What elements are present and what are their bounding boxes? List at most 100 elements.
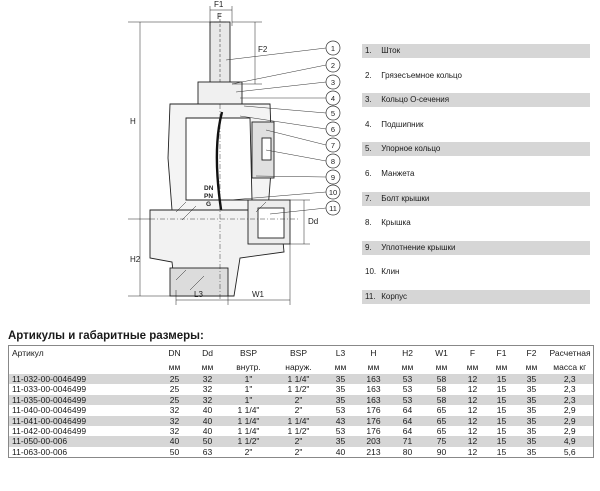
dim-label-l3: L3 [194,290,203,299]
table-cell: 15 [486,374,517,385]
dim-label-f2: F2 [258,45,268,54]
table-cell: 35 [516,415,547,427]
table-cell: 12 [458,374,487,385]
section-title: Артикулы и габаритные размеры: [8,330,204,342]
legend-item: 3. Кольцо О-сечения [362,93,590,108]
legend-item: 5. Упорное кольцо [362,142,590,157]
article-cell: 11-041-00-0046499 [8,415,159,427]
legend-item-label: Болт крышки [381,193,430,203]
table-cell: 2,9 [563,405,576,416]
table-cell: 71 [390,436,425,447]
table-cell: 32 [169,426,180,437]
callout-6: 6 [325,121,341,137]
table-cell: 1" [224,374,273,385]
table-cell: 1 1/2" [287,384,310,395]
table-cell: 2,3 [563,384,576,395]
table-cell: 40 [190,415,225,427]
table-cell: 1 1/4" [237,426,260,437]
svg-text:1: 1 [331,44,335,53]
callout-5: 5 [325,105,341,121]
table-units-row: мм мм внутр. наруж. мм мм мм мм мм мм мм… [9,360,594,374]
table-cell: 32 [202,384,213,395]
column-header: BSP [289,348,307,358]
unit-cell: внутр. [236,362,261,372]
legend-item-number: 1. [365,46,372,55]
table-header-row: Артикул DN Dd BSP BSP L3 H H2 W1 F F1 F2… [9,346,594,361]
legend-item-number: 5. [365,144,372,154]
table-cell: 40 [202,426,213,437]
dim-label-h: H [130,117,136,126]
table-cell: 2,9 [563,426,576,437]
table-cell: 15 [496,426,507,437]
unit-cell: мм [334,362,347,372]
legend-item-label: Уплотнение крышки [381,242,456,252]
table-cell: 80 [402,446,413,457]
legend-item-label: Корпус [381,291,408,301]
unit-cell: мм [466,362,479,372]
table-cell: 90 [436,446,447,457]
table-cell: 53 [335,405,346,416]
legend-item-label: Крышка [381,218,411,228]
table-cell: 35 [526,426,537,437]
legend-item-label: Грязесъемное кольцо [381,70,462,80]
legend-item-number: 11. [365,291,376,301]
table-cell: 58 [424,374,459,385]
legend-item: 4. Подшипник [362,118,590,132]
table-cell: 25 [158,374,191,385]
table-cell: 35 [516,374,547,385]
table-cell: 12 [467,405,478,416]
article-cell: 11-050-00-006 [8,436,159,447]
dim-label-f1: F1 [214,0,224,9]
article-cell: 11-042-00-0046499 [12,426,87,437]
legend-item: 6. Манжета [362,167,590,181]
svg-text:5: 5 [331,109,335,118]
table-cell: 25 [158,394,191,406]
legend-item: 8. Крышка [362,216,590,230]
table-cell: 32 [190,394,225,406]
callout-3: 3 [325,74,341,90]
dim-label-dd: Dd [308,217,318,226]
legend-item: 1. Шток [362,44,590,58]
table-cell: 40 [335,446,346,457]
table-cell: 1 1/4" [272,415,325,427]
legend-item: 9. Уплотнение крышки [362,240,590,255]
table-cell: 35 [324,436,357,447]
legend-item-label: Подшипник [381,119,424,129]
table-cell: 64 [402,405,413,416]
callout-1: 1 [325,40,341,56]
legend-item-label: Шток [381,46,401,55]
table-cell: 176 [366,426,381,437]
table-cell: 176 [356,415,391,427]
legend-item-number: 2. [365,70,372,80]
unit-cell: мм [435,362,448,372]
table-cell: 53 [390,374,425,385]
dimensions-table: Артикул DN Dd BSP BSP L3 H H2 W1 F F1 F2… [8,345,594,459]
table-cell: 65 [436,405,447,416]
legend-item: 11. Корпус [362,289,590,304]
table-cell: 5,6 [563,446,576,457]
legend-item-label: Упорное кольцо [381,144,441,154]
table-cell: 15 [496,405,507,416]
dim-label-h2: H2 [130,255,141,264]
legend-item: 2. Грязесъемное кольцо [362,69,590,83]
legend-item-number: 3. [365,95,372,105]
svg-text:3: 3 [331,78,335,87]
svg-text:11: 11 [329,204,337,213]
unit-cell: мм [367,362,380,372]
svg-text:2: 2 [331,61,335,70]
callout-10: 10 [325,184,341,200]
table-cell: 35 [516,436,547,447]
callout-9: 9 [325,169,341,185]
unit-cell: мм [525,362,538,372]
table-cell: 2" [294,405,303,416]
table-cell: 2" [294,446,303,457]
table-cell: 163 [356,394,391,406]
callout-2: 2 [325,57,341,73]
table-cell: 65 [424,415,459,427]
table-cell: 35 [526,384,537,395]
table-cell: 163 [366,384,381,395]
table-cell: 15 [486,394,517,406]
